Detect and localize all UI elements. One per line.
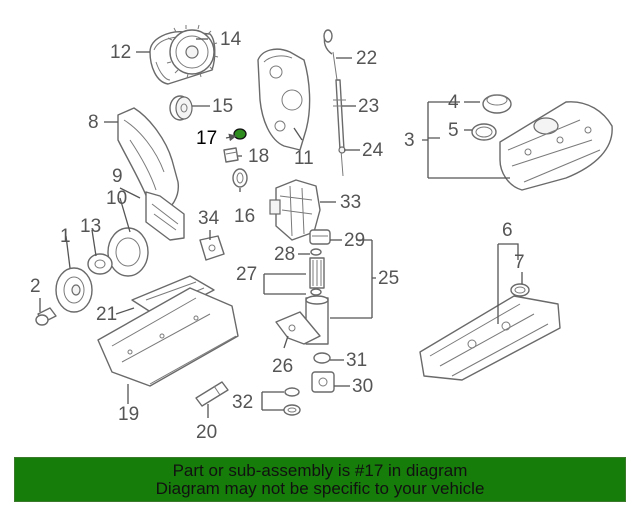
- banner-line-1: Part or sub-assembly is #17 in diagram: [172, 461, 468, 480]
- callout-18: 18: [248, 146, 269, 167]
- callout-3: 3: [404, 130, 415, 151]
- callout-7: 7: [514, 252, 525, 273]
- filter-cap-part-29: [309, 229, 331, 245]
- callout-2: 2: [30, 276, 41, 297]
- bracket-part-34: [199, 235, 225, 261]
- engine-cover-part-6: [419, 295, 561, 381]
- bolt-part-2: [35, 307, 57, 326]
- callout-13: 13: [80, 216, 101, 237]
- callout-32: 32: [232, 392, 253, 413]
- callout-10: 10: [106, 188, 127, 209]
- callout-34: 34: [198, 208, 220, 229]
- callout-25: 25: [378, 268, 399, 289]
- callout-21: 21: [96, 304, 117, 325]
- crank-pulley-part-1: [55, 267, 93, 313]
- seal-part-31: [313, 352, 331, 364]
- cap-seal-part-5: [471, 123, 497, 141]
- callout-1: 1: [60, 226, 71, 247]
- callout-26: 26: [272, 356, 293, 377]
- sensor-part-18: [223, 147, 239, 163]
- valve-cover-part-3: [499, 101, 613, 191]
- rear-plate-part-10: [107, 227, 149, 277]
- callout-4: 4: [448, 92, 459, 113]
- washers-part-32: [283, 387, 301, 416]
- callout-20: 20: [196, 422, 217, 443]
- callout-24: 24: [362, 140, 384, 161]
- injection-pump-part-33: [269, 179, 321, 241]
- callout-15: 15: [212, 96, 233, 117]
- parts-diagram: 12 14 15 8 17 18 16 11 22 23 24 33 3 4 5…: [30, 24, 613, 443]
- cam-gear-part-14: [166, 24, 219, 79]
- oil-cap-part-4: [482, 94, 512, 114]
- timing-cover-part-8: [117, 107, 179, 213]
- callout-22: 22: [356, 48, 377, 69]
- info-banner: Part or sub-assembly is #17 in diagram D…: [14, 457, 626, 502]
- callout-6: 6: [502, 220, 513, 241]
- leader-lines: [39, 38, 523, 418]
- adapter-part-26: [275, 311, 321, 345]
- oil-filler-seal-part-7: [510, 283, 530, 297]
- callout-33: 33: [340, 192, 361, 213]
- filter-element-part-27: [309, 257, 325, 296]
- seal-part-16: [232, 168, 248, 188]
- callout-17: 17: [196, 128, 217, 149]
- dipstick-part-22: [323, 29, 338, 81]
- idler-pulley-part-15: [169, 95, 193, 121]
- callout-12: 12: [110, 42, 131, 63]
- callout-30: 30: [352, 376, 373, 397]
- bracket-part-9: [145, 191, 185, 241]
- callout-14: 14: [220, 29, 242, 50]
- front-cover-part-11: [257, 48, 311, 151]
- dipstick-tube-part-23: [333, 79, 346, 151]
- callout-labels: 12 14 15 8 17 18 16 11 22 23 24 33 3 4 5…: [30, 29, 525, 443]
- oil-pan-part-19: [97, 287, 239, 387]
- sealant-tube-part-20: [195, 381, 229, 407]
- banner-line-2: Diagram may not be specific to your vehi…: [155, 479, 485, 498]
- callout-31: 31: [346, 350, 367, 371]
- callout-28: 28: [274, 244, 295, 265]
- callout-5: 5: [448, 120, 459, 141]
- callout-27: 27: [236, 264, 257, 285]
- housing-part-30: [311, 371, 335, 393]
- callout-8: 8: [88, 112, 99, 133]
- callout-9: 9: [112, 166, 123, 187]
- callout-16: 16: [234, 206, 255, 227]
- callout-11: 11: [294, 148, 314, 169]
- callout-23: 23: [358, 96, 379, 117]
- highlighted-part-17: [233, 128, 247, 140]
- tensioner-part-13: [87, 253, 113, 275]
- dipstick-lower-part-24: [338, 146, 346, 177]
- callout-19: 19: [118, 404, 139, 425]
- callout-29: 29: [344, 230, 365, 251]
- filter-seal-part-28: [310, 248, 322, 256]
